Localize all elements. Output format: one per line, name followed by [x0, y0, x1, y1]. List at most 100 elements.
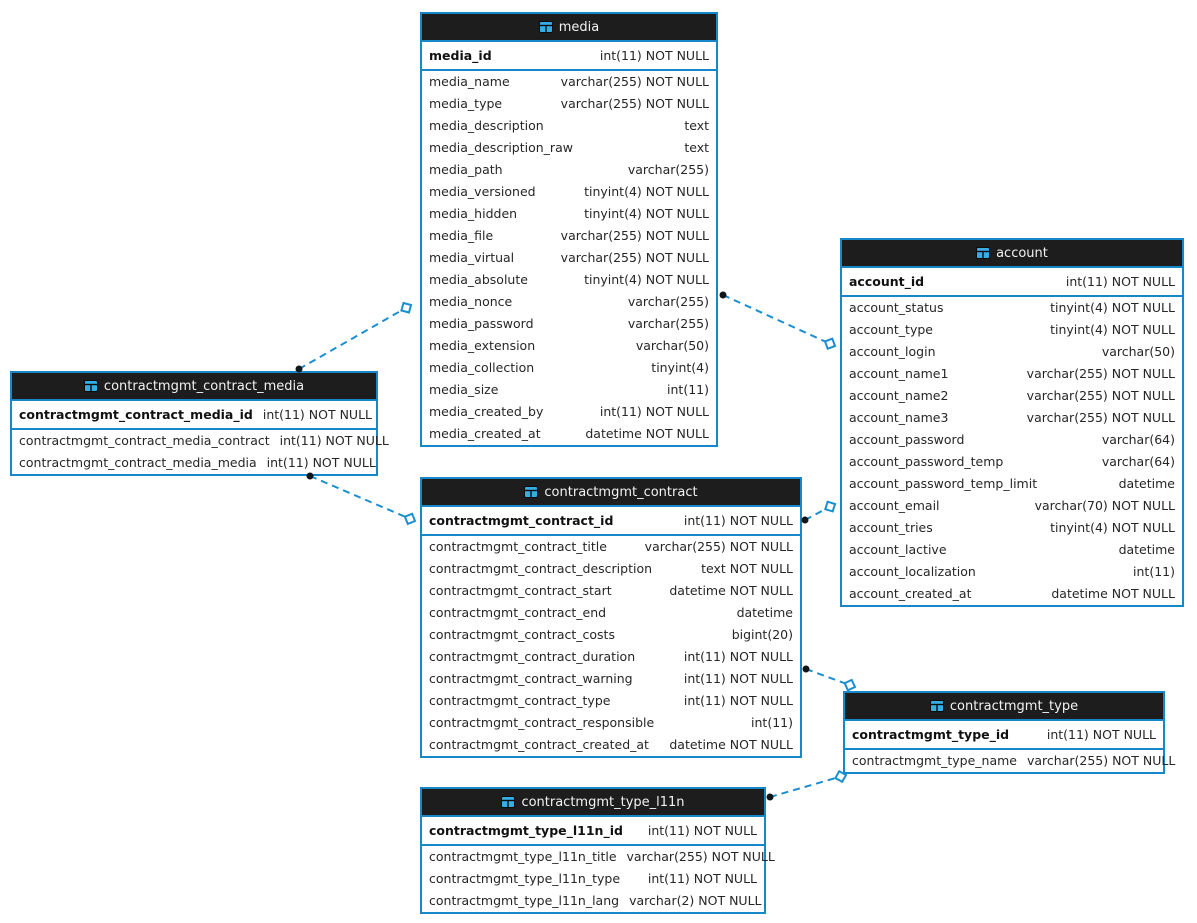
- column-name: media_password: [429, 316, 534, 331]
- table-row[interactable]: contractmgmt_type_l11n_type int(11) NOT …: [422, 868, 764, 890]
- db-table-contractmgmt_contract_media[interactable]: contractmgmt_contract_media contractmgmt…: [10, 371, 389, 476]
- db-table-header[interactable]: contractmgmt_contract_media: [12, 373, 376, 401]
- relation-line-contractmgmt_contract-to-contractmgmt_type: [805, 668, 856, 688]
- primary-key-row[interactable]: contractmgmt_contract_id int(11) NOT NUL…: [422, 507, 800, 536]
- column-name: media_extension: [429, 338, 536, 353]
- primary-key-row[interactable]: contractmgmt_type_id int(11) NOT NULL: [845, 721, 1163, 750]
- column-name: media_nonce: [429, 294, 513, 309]
- table-title: media: [558, 19, 600, 35]
- table-row[interactable]: contractmgmt_contract_title varchar(255)…: [422, 536, 800, 558]
- table-title: contractmgmt_type_l11n: [521, 794, 685, 810]
- table-row[interactable]: media_description text: [422, 115, 716, 137]
- table-row[interactable]: contractmgmt_contract_type int(11) NOT N…: [422, 690, 800, 712]
- table-row[interactable]: media_path varchar(255): [422, 159, 716, 181]
- table-row[interactable]: account_login varchar(50): [842, 341, 1182, 363]
- primary-key-row[interactable]: media_id int(11) NOT NULL: [422, 42, 716, 71]
- column-name: media_created_at: [429, 426, 541, 441]
- table-row[interactable]: media_nonce varchar(255): [422, 291, 716, 313]
- column-type: varchar(255) NOT NULL: [1026, 753, 1176, 768]
- relation-line-contractmgmt_contract_media-to-media: [298, 304, 412, 370]
- table-row[interactable]: account_email varchar(70) NOT NULL: [842, 495, 1182, 517]
- table-row[interactable]: account_name1 varchar(255) NOT NULL: [842, 363, 1182, 385]
- column-name: contractmgmt_type_l11n_type: [429, 871, 621, 886]
- table-row[interactable]: media_name varchar(255) NOT NULL: [422, 71, 716, 93]
- table-row[interactable]: account_name2 varchar(255) NOT NULL: [842, 385, 1182, 407]
- table-row[interactable]: media_absolute tinyint(4) NOT NULL: [422, 269, 716, 291]
- table-row[interactable]: media_created_by int(11) NOT NULL: [422, 401, 716, 423]
- relation-source-dot: [719, 291, 727, 299]
- db-table-contractmgmt_contract[interactable]: contractmgmt_contract contractmgmt_contr…: [420, 477, 802, 758]
- column-name: contractmgmt_contract_media_media: [19, 455, 257, 470]
- column-type: varchar(255) NOT NULL: [1026, 410, 1175, 425]
- column-name: account_tries: [849, 520, 933, 535]
- table-row[interactable]: account_name3 varchar(255) NOT NULL: [842, 407, 1182, 429]
- primary-key-row[interactable]: account_id int(11) NOT NULL: [842, 268, 1182, 297]
- table-row[interactable]: contractmgmt_contract_costs bigint(20): [422, 624, 800, 646]
- table-row[interactable]: account_tries tinyint(4) NOT NULL: [842, 517, 1182, 539]
- table-row[interactable]: contractmgmt_contract_responsible int(11…: [422, 712, 800, 734]
- column-name: account_email: [849, 498, 940, 513]
- db-table-contractmgmt_type[interactable]: contractmgmt_type contractmgmt_type_id i…: [843, 691, 1175, 774]
- column-name: contractmgmt_contract_start: [429, 583, 612, 598]
- relation-target-diamond: [843, 678, 857, 692]
- db-table-media[interactable]: media media_id int(11) NOT NULL media_na…: [420, 12, 718, 447]
- table-row[interactable]: contractmgmt_contract_media_contract int…: [12, 430, 389, 452]
- db-table-account[interactable]: account account_id int(11) NOT NULL acco…: [840, 238, 1184, 607]
- table-row[interactable]: contractmgmt_contract_media_media int(11…: [12, 452, 376, 474]
- column-name: account_type: [849, 322, 933, 337]
- table-icon: [501, 796, 516, 808]
- table-row[interactable]: account_type tinyint(4) NOT NULL: [842, 319, 1182, 341]
- column-name: contractmgmt_contract_id: [429, 513, 614, 528]
- table-row[interactable]: account_status tinyint(4) NOT NULL: [842, 297, 1182, 319]
- table-row[interactable]: contractmgmt_contract_description text N…: [422, 558, 800, 580]
- column-rows: contractmgmt_type_l11n_title varchar(255…: [422, 846, 775, 912]
- column-type: int(11) NOT NULL: [599, 404, 709, 419]
- column-type: varchar(255) NOT NULL: [1026, 366, 1175, 381]
- table-row[interactable]: account_lactive datetime: [842, 539, 1182, 561]
- db-table-contractmgmt_type_l11n[interactable]: contractmgmt_type_l11n contractmgmt_type…: [420, 787, 775, 914]
- table-row[interactable]: media_hidden tinyint(4) NOT NULL: [422, 203, 716, 225]
- column-name: media_type: [429, 96, 503, 111]
- column-name: account_login: [849, 344, 936, 359]
- table-row[interactable]: account_password_temp varchar(64): [842, 451, 1182, 473]
- column-type: varchar(255) NOT NULL: [560, 74, 709, 89]
- table-row[interactable]: account_localization int(11): [842, 561, 1182, 583]
- db-table-header[interactable]: account: [842, 240, 1182, 268]
- table-row[interactable]: contractmgmt_type_name varchar(255) NOT …: [845, 750, 1175, 772]
- table-row[interactable]: contractmgmt_contract_warning int(11) NO…: [422, 668, 800, 690]
- table-row[interactable]: media_size int(11): [422, 379, 716, 401]
- table-row[interactable]: media_created_at datetime NOT NULL: [422, 423, 716, 445]
- column-name: media_name: [429, 74, 510, 89]
- table-row[interactable]: media_collection tinyint(4): [422, 357, 716, 379]
- column-type: tinyint(4) NOT NULL: [584, 206, 709, 221]
- primary-key-row[interactable]: contractmgmt_contract_media_id int(11) N…: [12, 401, 376, 430]
- table-row[interactable]: contractmgmt_contract_end datetime: [422, 602, 800, 624]
- table-row[interactable]: media_virtual varchar(255) NOT NULL: [422, 247, 716, 269]
- table-row[interactable]: media_type varchar(255) NOT NULL: [422, 93, 716, 115]
- table-row[interactable]: contractmgmt_type_l11n_title varchar(255…: [422, 846, 775, 868]
- table-row[interactable]: contractmgmt_contract_created_at datetim…: [422, 734, 800, 756]
- table-row[interactable]: media_file varchar(255) NOT NULL: [422, 225, 716, 247]
- table-row[interactable]: contractmgmt_contract_duration int(11) N…: [422, 646, 800, 668]
- table-row[interactable]: media_extension varchar(50): [422, 335, 716, 357]
- db-table-header[interactable]: contractmgmt_contract: [422, 479, 800, 507]
- column-type: int(11) NOT NULL: [599, 48, 709, 63]
- column-type: varchar(64): [1101, 454, 1175, 469]
- table-row[interactable]: media_password varchar(255): [422, 313, 716, 335]
- table-row[interactable]: media_description_raw text: [422, 137, 716, 159]
- table-row[interactable]: contractmgmt_type_l11n_lang varchar(2) N…: [422, 890, 764, 912]
- table-row[interactable]: account_password varchar(64): [842, 429, 1182, 451]
- table-row[interactable]: account_password_temp_limit datetime: [842, 473, 1182, 495]
- db-table-header[interactable]: contractmgmt_type_l11n: [422, 789, 764, 817]
- column-type: int(11) NOT NULL: [262, 407, 372, 422]
- table-row[interactable]: account_created_at datetime NOT NULL: [842, 583, 1182, 605]
- db-table-header[interactable]: contractmgmt_type: [845, 693, 1163, 721]
- table-row[interactable]: media_versioned tinyint(4) NOT NULL: [422, 181, 716, 203]
- column-rows: contractmgmt_contract_title varchar(255)…: [422, 536, 800, 756]
- primary-key-row[interactable]: contractmgmt_type_l11n_id int(11) NOT NU…: [422, 817, 764, 846]
- column-name: media_id: [429, 48, 492, 63]
- table-row[interactable]: contractmgmt_contract_start datetime NOT…: [422, 580, 800, 602]
- column-type: varchar(255): [627, 294, 709, 309]
- db-table-header[interactable]: media: [422, 14, 716, 42]
